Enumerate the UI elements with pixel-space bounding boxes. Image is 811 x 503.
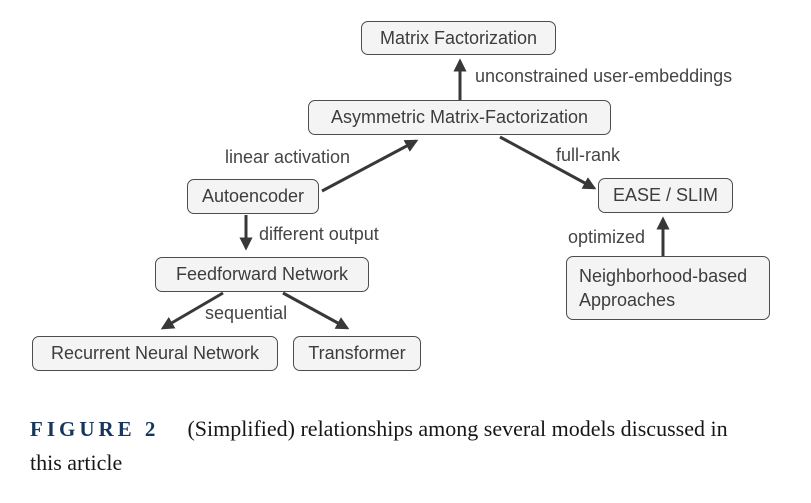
arrow-feedforward-to-transformer — [282, 291, 350, 330]
arrow-autoencoder-to-asymmetric-mf — [321, 139, 419, 193]
edge-label-different-output: different output — [259, 224, 379, 244]
node-autoencoder-label: Autoencoder — [201, 186, 305, 206]
arrow-asymmetric-mf-to-ease-slim — [499, 135, 597, 190]
edge-label-sequential: sequential — [205, 303, 288, 323]
node-asymmetric-matrix-factorization-label: Asymmetric Matrix-Factorization — [330, 107, 589, 127]
node-neighborhood-label-line2: Approaches — [579, 290, 676, 310]
edge-label-unconstrained-user-embeddings: unconstrained user-embeddings — [475, 66, 733, 86]
node-asymmetric-matrix-factorization: Asymmetric Matrix-Factorization — [308, 100, 611, 135]
node-matrix-factorization-label: Matrix Factorization — [379, 27, 538, 48]
node-ease-slim-label: EASE / SLIM — [612, 185, 719, 205]
node-transformer: Transformer — [293, 336, 421, 371]
node-ease-slim: EASE / SLIM — [598, 178, 733, 213]
node-autoencoder: Autoencoder — [187, 179, 319, 214]
node-matrix-factorization: Matrix Factorization — [361, 21, 556, 55]
node-neighborhood-label-line1: Neighborhood-based — [579, 266, 748, 286]
node-recurrent-neural-network: Recurrent Neural Network — [32, 336, 278, 371]
node-transformer-label: Transformer — [308, 343, 406, 363]
node-feedforward-network: Feedforward Network — [155, 257, 369, 292]
node-recurrent-neural-network-label: Recurrent Neural Network — [50, 343, 260, 363]
node-neighborhood-based-approaches: Neighborhood-based Approaches — [566, 256, 770, 320]
edge-label-full-rank: full-rank — [556, 145, 621, 165]
arrow-feedforward-to-rnn — [160, 291, 224, 330]
edge-label-optimized: optimized — [568, 227, 646, 247]
node-feedforward-network-label: Feedforward Network — [175, 264, 349, 284]
figure-caption-label: FIGURE 2 — [30, 417, 160, 441]
edge-label-linear-activation: linear activation — [225, 147, 351, 167]
figure-caption-text: (Simplified) relationships among several… — [30, 416, 728, 475]
figure-caption: FIGURE 2(Simplified) relationships among… — [30, 412, 755, 479]
